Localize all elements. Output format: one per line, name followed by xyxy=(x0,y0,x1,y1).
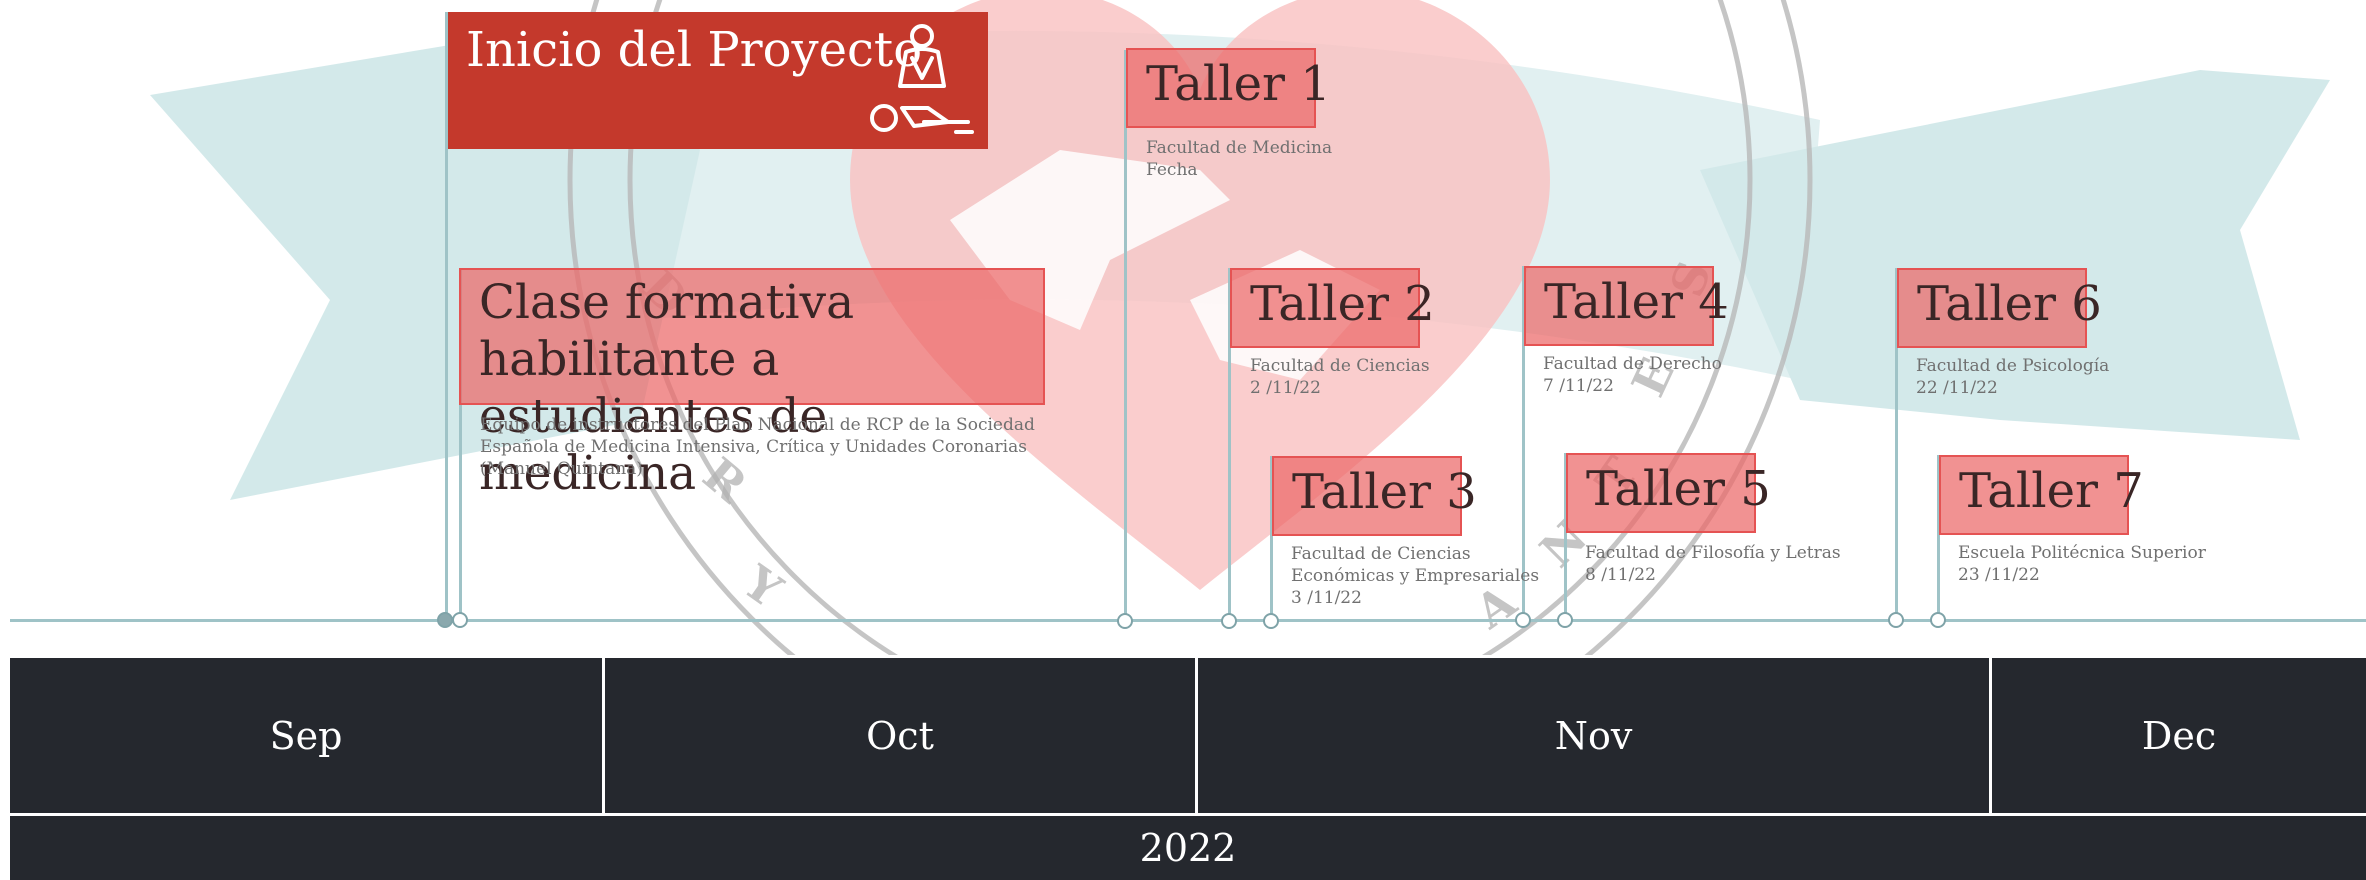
milestone-dot-project[interactable] xyxy=(437,612,453,628)
month-scale: Sep Oct Nov Dec xyxy=(10,658,2366,813)
taller-5-title: Taller 5 xyxy=(1586,461,1771,517)
taller-7-details: Escuela Politécnica Superior 23 /11/22 xyxy=(1958,542,2206,586)
taller-7-date: 23 /11/22 xyxy=(1958,565,2040,585)
stem-taller-7 xyxy=(1937,455,1940,620)
month-sep[interactable]: Sep xyxy=(269,713,343,758)
project-start-card[interactable]: Inicio del Proyecto xyxy=(448,12,988,149)
milestone-dot-taller-2[interactable] xyxy=(1221,613,1237,629)
taller-5-date: 8 /11/22 xyxy=(1585,565,1656,585)
milestone-dot-clase[interactable] xyxy=(452,612,468,628)
milestone-dot-taller-1[interactable] xyxy=(1117,613,1133,629)
taller-3-details: Facultad de Ciencias Económicas y Empres… xyxy=(1291,543,1539,609)
taller-5-card[interactable]: Taller 5 xyxy=(1566,453,1771,533)
taller-4-details: Facultad de Derecho 7 /11/22 xyxy=(1543,353,1722,397)
taller-7-title: Taller 7 xyxy=(1959,463,2144,519)
milestone-dot-taller-3[interactable] xyxy=(1263,613,1279,629)
taller-7-card[interactable]: Taller 7 xyxy=(1939,455,2144,535)
taller-5-details: Facultad de Filosofía y Letras 8 /11/22 xyxy=(1585,542,1841,586)
taller-7-place: Escuela Politécnica Superior xyxy=(1958,543,2206,563)
stem-taller-3 xyxy=(1270,456,1273,620)
taller-1-date: Fecha xyxy=(1146,160,1198,180)
taller-6-date: 22 /11/22 xyxy=(1916,378,1998,398)
milestone-dot-taller-5[interactable] xyxy=(1557,612,1573,628)
taller-4-date: 7 /11/22 xyxy=(1543,376,1614,396)
taller-3-place-2: Económicas y Empresariales xyxy=(1291,566,1540,586)
stem-taller-5 xyxy=(1564,453,1567,620)
stem-taller-4 xyxy=(1522,266,1525,620)
taller-2-card[interactable]: Taller 2 xyxy=(1230,268,1435,348)
taller-4-title: Taller 4 xyxy=(1544,274,1729,330)
timeline-axis xyxy=(10,619,2366,622)
taller-3-card[interactable]: Taller 3 xyxy=(1272,456,1477,536)
taller-6-place: Facultad de Psicología xyxy=(1916,356,2110,376)
heart-hands-watermark xyxy=(850,0,1550,590)
clase-line-1: Equipo de instructores del Plan Nacional… xyxy=(480,415,1035,435)
taller-1-details: Facultad de Medicina Fecha xyxy=(1146,137,1332,181)
clase-line-2: Española de Medicina Intensiva, Crítica … xyxy=(480,437,1027,457)
taller-6-card[interactable]: Taller 6 xyxy=(1897,268,2102,348)
taller-3-date: 3 /11/22 xyxy=(1291,588,1362,608)
clase-formativa-card[interactable]: Clase formativa habilitante a estudiante… xyxy=(459,268,1045,501)
taller-6-title: Taller 6 xyxy=(1917,276,2102,332)
seal-watermark xyxy=(567,0,1813,655)
stem-project xyxy=(445,12,448,620)
milestone-dot-taller-4[interactable] xyxy=(1515,612,1531,628)
taller-5-place: Facultad de Filosofía y Letras xyxy=(1585,543,1841,563)
cpr-person-icon xyxy=(870,24,974,134)
taller-4-place: Facultad de Derecho xyxy=(1543,354,1722,374)
taller-2-place: Facultad de Ciencias xyxy=(1250,356,1430,376)
year-bar[interactable]: 2022 xyxy=(10,816,2366,880)
milestone-dot-taller-7[interactable] xyxy=(1930,612,1946,628)
stem-clase xyxy=(459,268,462,620)
month-dec[interactable]: Dec xyxy=(1989,658,2366,813)
taller-2-title: Taller 2 xyxy=(1250,276,1435,332)
clase-formativa-title: Clase formativa habilitante a estudiante… xyxy=(479,275,855,501)
clase-formativa-description: Equipo de instructores del Plan Nacional… xyxy=(480,414,1035,480)
stem-taller-6 xyxy=(1895,268,1898,620)
milestone-dot-taller-6[interactable] xyxy=(1888,612,1904,628)
stem-taller-2 xyxy=(1228,268,1231,620)
taller-1-place: Facultad de Medicina xyxy=(1146,138,1333,158)
taller-4-card[interactable]: Taller 4 xyxy=(1524,266,1729,346)
taller-3-title: Taller 3 xyxy=(1292,464,1477,520)
stem-taller-1 xyxy=(1124,50,1127,620)
taller-1-title: Taller 1 xyxy=(1146,56,1331,112)
month-oct[interactable]: Oct xyxy=(602,658,1195,813)
taller-2-details: Facultad de Ciencias 2 /11/22 xyxy=(1250,355,1430,399)
taller-3-place: Facultad de Ciencias xyxy=(1291,544,1471,564)
taller-1-card[interactable]: Taller 1 xyxy=(1126,48,1331,128)
project-start-title: Inicio del Proyecto xyxy=(466,22,923,78)
taller-2-date: 2 /11/22 xyxy=(1250,378,1321,398)
taller-6-details: Facultad de Psicología 22 /11/22 xyxy=(1916,355,2109,399)
month-nov[interactable]: Nov xyxy=(1195,658,1989,813)
clase-line-3: (Manuel Quintana) xyxy=(480,459,643,479)
